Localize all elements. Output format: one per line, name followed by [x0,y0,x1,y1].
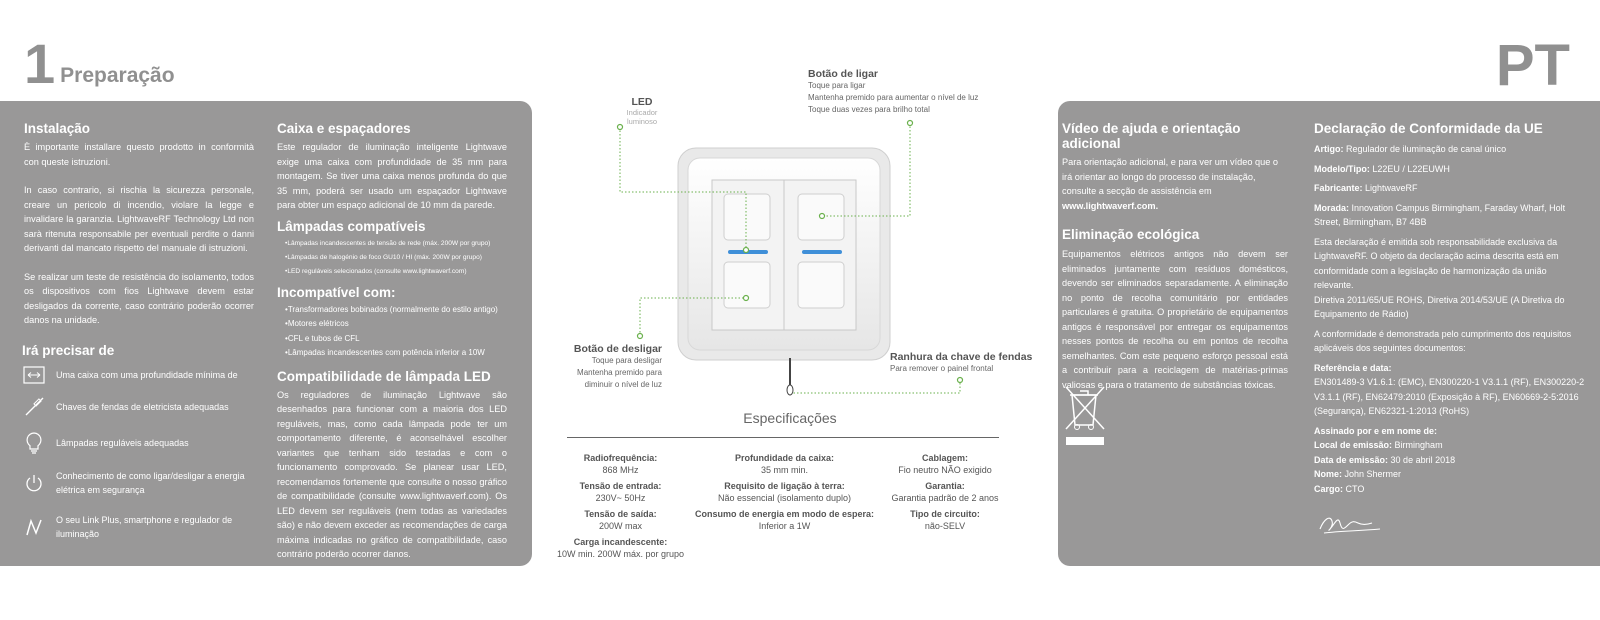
button-bottom-right [797,261,845,309]
need-label: Uma caixa com uma profundidade mínima de [56,370,238,380]
list-item: CFL e tubos de CFL [285,332,507,347]
spec-item: Requisito de ligação à terra:Não essenci… [717,481,852,503]
need-label: Lâmpadas reguláveis adequadas [56,438,189,448]
fabricante: Fabricante: LightwaveRF [1314,183,1418,193]
eco-title: Eliminação ecológica [1062,227,1200,242]
need-item: Lâmpadas reguláveis adequadas [22,431,256,455]
install-section: Instalação È importante installare quest… [24,121,254,328]
section-title: Preparação [60,64,175,87]
declaration-p3: A conformidade é demonstrada pelo cumpri… [1314,328,1572,354]
install-p3: Se realizar um teste de resistência do i… [24,271,254,326]
led-label: LED Indicador luminoso [626,96,658,126]
on-button-label: Botão de ligar Toque para ligar Mantenha… [808,68,979,114]
language-code: PT [1495,33,1570,98]
list-item: Transformadores bobinados (normalmente d… [285,303,507,318]
switch-diagram [616,119,964,396]
nome: Nome: John Shermer [1314,469,1402,479]
ref-value: EN301489-3 V1.6.1: (EMC), EN300220-1 V3.… [1314,377,1585,416]
box-title: Caixa e espaçadores [277,121,411,136]
left-panel: Instalação È importante installare quest… [0,101,532,566]
button-top-left [723,193,771,241]
signature [1319,517,1381,534]
need-item: Conhecimento de como ligar/desligar a en… [22,469,256,497]
ref-label: Referência e data: [1314,362,1392,373]
eco-text: Equipamentos elétricos antigos não devem… [1062,249,1288,390]
need-item: O seu Link Plus, smartphone e regulador … [22,513,256,541]
led-compat-text: Os reguladores de iluminação Lightwave s… [277,389,507,560]
modelo: Modelo/Tipo: L22EU / L22EUWH [1314,163,1450,174]
need-item: Chaves de fendas de eletricista adequada… [22,395,256,419]
data-emissao: Data de emissão: 30 de abril 2018 [1314,454,1456,465]
page-title: 1 Preparação [24,32,175,95]
box-text: Este regulador de iluminação inteligente… [277,142,507,210]
cargo: Cargo: CTO [1314,483,1365,494]
spec-item: Cablagem:Fio neutro NÃO exigido [898,453,992,475]
off-button-label: Botão de desligar Toque para desligar Ma… [573,343,662,389]
list-item: LED reguláveis selecionados (consulte ww… [285,265,507,279]
help-section: Vídeo de ajuda e orientação adicional Pa… [1062,121,1288,392]
need-item: Uma caixa com uma profundidade mínima de [22,363,256,387]
weee-bin-icon [1065,386,1105,445]
install-title: Instalação [24,121,91,136]
sign-label: Assinado por e em nome de: [1314,425,1438,436]
need-label: Conhecimento de como ligar/desligar a en… [56,471,245,495]
box-depth-icon [22,363,46,387]
spec-item: Profundidade da caixa:35 mm min. [734,453,835,475]
link-plus-icon [22,515,46,539]
spec-item: Radiofrequência:868 MHz [583,453,658,475]
help-link[interactable]: www.lightwaverf.com. [1062,200,1159,211]
declaration-section: Declaração de Conformidade da UE Artigo:… [1314,121,1586,496]
morada: Morada: Innovation Campus Birmingham, Fa… [1314,202,1566,228]
button-bottom-left [723,261,771,309]
compatible-list: Lâmpadas incandescentes de tensão de red… [277,237,507,279]
bulb-icon [22,431,46,455]
incompatible-title: Incompatível com: [277,284,396,300]
help-title: Vídeo de ajuda e orientação adicional [1062,121,1241,151]
declaration-title: Declaração de Conformidade da UE [1314,121,1543,136]
spec-item: Consumo de energia em modo de espera:Inf… [694,509,875,531]
list-item: Lâmpadas de halogénio de foco GU10 / HI … [285,251,507,265]
section-number: 1 [24,32,56,95]
spec-col-1: Radiofrequência:868 MHz Tensão de entrad… [548,453,693,560]
box-section: Caixa e espaçadores Este regulador de il… [277,121,507,562]
power-icon [22,471,46,495]
help-text: Para orientação adicional, e para ver um… [1062,157,1279,211]
list-item: Motores elétricos [285,317,507,332]
led-indicator-right [802,250,842,254]
needs-title: Irá precisar de [22,343,115,358]
screwdriver-slot-label: Ranhura da chave de fendas Para remover … [890,351,1033,374]
spec-item: Garantia:Garantia padrão de 2 anos [891,481,999,503]
spec-col-3: Cablagem:Fio neutro NÃO exigido Garantia… [880,453,1010,532]
screwdriver-icon [22,395,46,419]
local: Local de emissão: Birmingham [1314,440,1443,450]
incompatible-list: Transformadores bobinados (normalmente d… [277,303,507,361]
compatible-title: Lâmpadas compatíveis [277,218,426,234]
need-label: Chaves de fendas de eletricista adequada… [56,402,229,412]
list-item: Lâmpadas incandescentes com potência inf… [285,346,507,361]
led-compat-title: Compatibilidade de lâmpada LED [277,368,491,384]
spec-item: Tensão de saída:200W max [584,509,657,531]
right-panel: Vídeo de ajuda e orientação adicional Pa… [1058,101,1600,566]
declaration-p1: Esta declaração é emitida sob responsabi… [1314,236,1559,291]
spec-item: Carga incandescente:10W min. 200W máx. p… [556,537,685,559]
need-label: O seu Link Plus, smartphone e regulador … [56,515,233,539]
list-item: Lâmpadas incandescentes de tensão de red… [285,237,507,251]
install-p2: In caso contrario, si rischia la sicurez… [24,185,254,253]
specs-title: Especificações [743,410,837,426]
spec-item: Tensão de entrada:230V~ 50Hz [579,481,662,503]
artigo: Artigo: Regulador de iluminação de canal… [1314,144,1507,154]
install-p1: È importante installare questo prodotto … [24,142,254,167]
spec-item: Tipo de circuito:não-SELV [910,509,980,531]
specs-divider [567,437,999,438]
spec-col-2: Profundidade da caixa:35 mm min. Requisi… [692,453,877,532]
specs-section: Especificações [560,410,1020,426]
declaration-p2: Diretiva 2011/65/UE ROHS, Diretiva 2014/… [1314,294,1565,320]
